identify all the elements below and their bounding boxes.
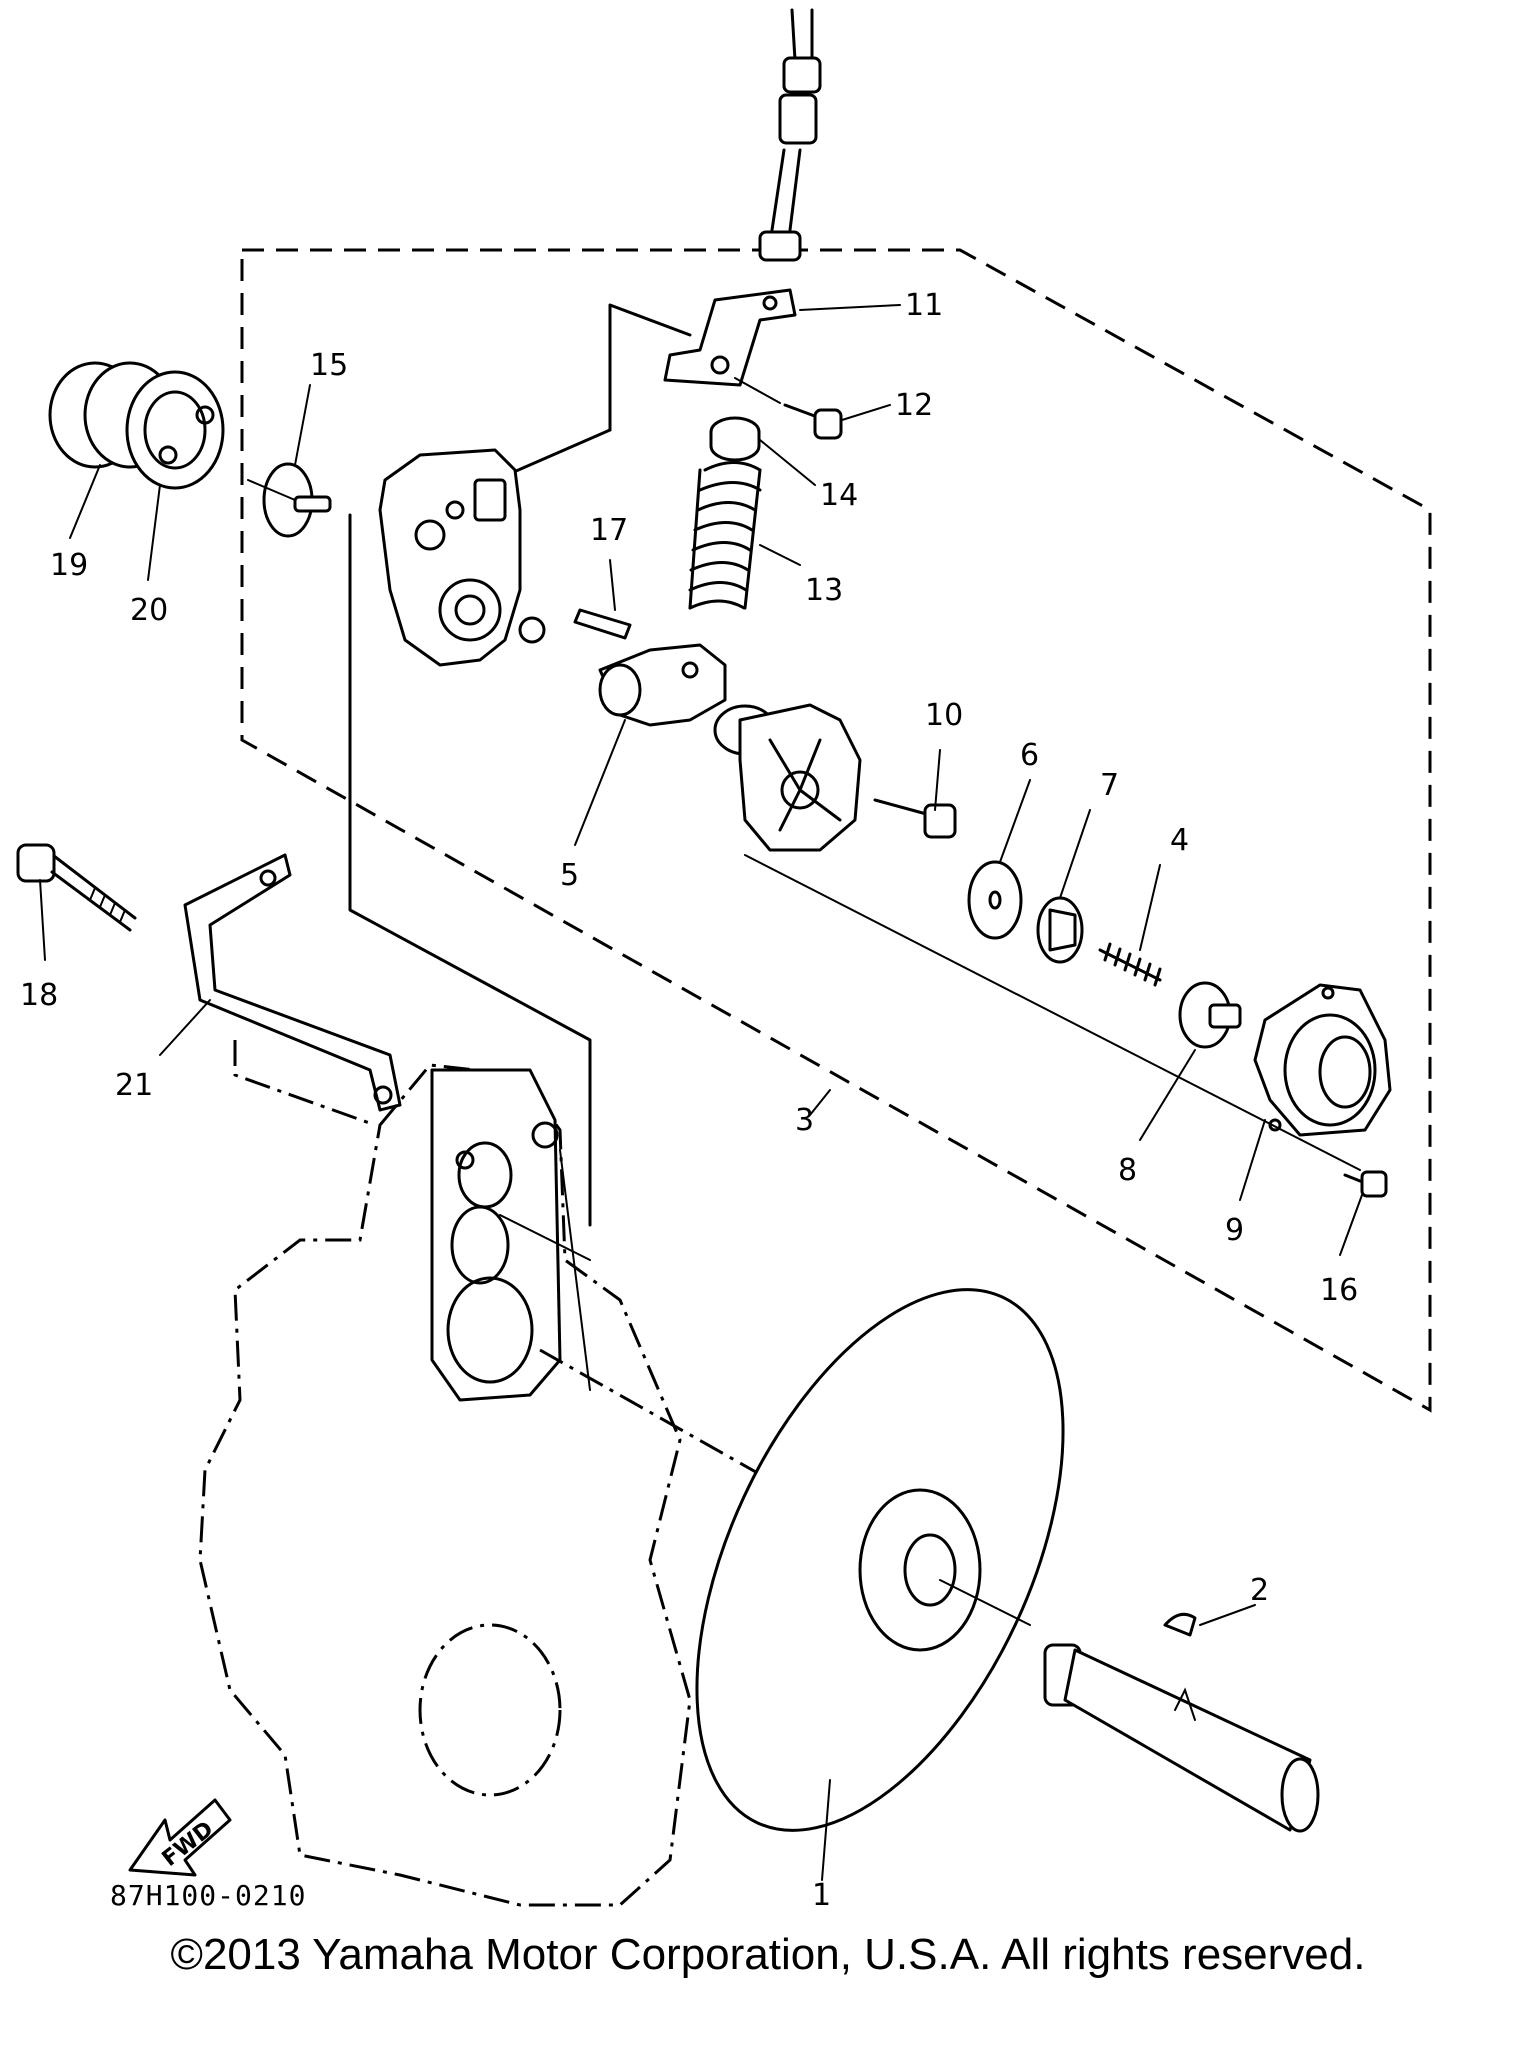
callout-19: 19 bbox=[50, 548, 88, 583]
bolt-18 bbox=[16, 843, 137, 932]
callout-14: 14 bbox=[820, 478, 858, 513]
callout-5: 5 bbox=[560, 858, 579, 893]
pin-17 bbox=[573, 608, 632, 640]
callout-16: 16 bbox=[1320, 1273, 1358, 1308]
copyright-notice: ©2013 Yamaha Motor Corporation, U.S.A. A… bbox=[170, 1930, 1366, 1979]
fwd-arrow-icon: FWD bbox=[128, 1798, 232, 1877]
bolt-10 bbox=[873, 798, 957, 839]
spring-seat-14 bbox=[709, 416, 761, 462]
callout-18: 18 bbox=[20, 978, 58, 1013]
assembly-boundary-dashed bbox=[240, 248, 1432, 1413]
callout-7: 7 bbox=[1100, 768, 1119, 803]
callout-15: 15 bbox=[310, 348, 348, 383]
callout-11: 11 bbox=[905, 288, 943, 323]
callout-1: 1 bbox=[812, 1878, 831, 1913]
drawing-code: 87H100-0210 bbox=[110, 1879, 306, 1912]
engine-crankcase bbox=[198, 1063, 692, 1907]
small-spring-4 bbox=[1098, 942, 1162, 987]
lever-plate-11 bbox=[663, 288, 797, 387]
callout-17: 17 bbox=[590, 513, 628, 548]
crankshaft bbox=[1043, 1643, 1320, 1833]
callout-4: 4 bbox=[1170, 823, 1189, 858]
callout-12: 12 bbox=[895, 388, 933, 423]
callout-9: 9 bbox=[1225, 1213, 1244, 1248]
retainer-8 bbox=[1178, 981, 1242, 1049]
callout-13: 13 bbox=[805, 573, 843, 608]
woodruff-key-2 bbox=[1163, 1612, 1197, 1637]
screw-16 bbox=[1343, 1170, 1388, 1198]
outer-cover-9 bbox=[1253, 983, 1392, 1137]
carburetor-body bbox=[378, 448, 546, 667]
throttle-cable bbox=[758, 8, 822, 262]
screw-12 bbox=[783, 403, 843, 440]
callout-20: 20 bbox=[130, 593, 168, 628]
washer-6 bbox=[967, 860, 1023, 940]
callout-10: 10 bbox=[925, 698, 963, 733]
leader-lines bbox=[39, 304, 1363, 1881]
cam-lever-5 bbox=[598, 643, 727, 727]
callout-21: 21 bbox=[115, 1068, 153, 1103]
governor-housing bbox=[713, 703, 862, 852]
callout-2: 2 bbox=[1250, 1573, 1269, 1608]
disc-15 bbox=[262, 462, 332, 538]
coil-spring-13 bbox=[688, 461, 762, 610]
callout-6: 6 bbox=[1020, 738, 1039, 773]
callout-8: 8 bbox=[1118, 1153, 1137, 1188]
cover-20 bbox=[125, 370, 225, 490]
clip-7 bbox=[1036, 896, 1084, 964]
bracket-21 bbox=[183, 853, 402, 1112]
callout-3: 3 bbox=[795, 1103, 814, 1138]
primary-sheave-1 bbox=[695, 1288, 1065, 1832]
